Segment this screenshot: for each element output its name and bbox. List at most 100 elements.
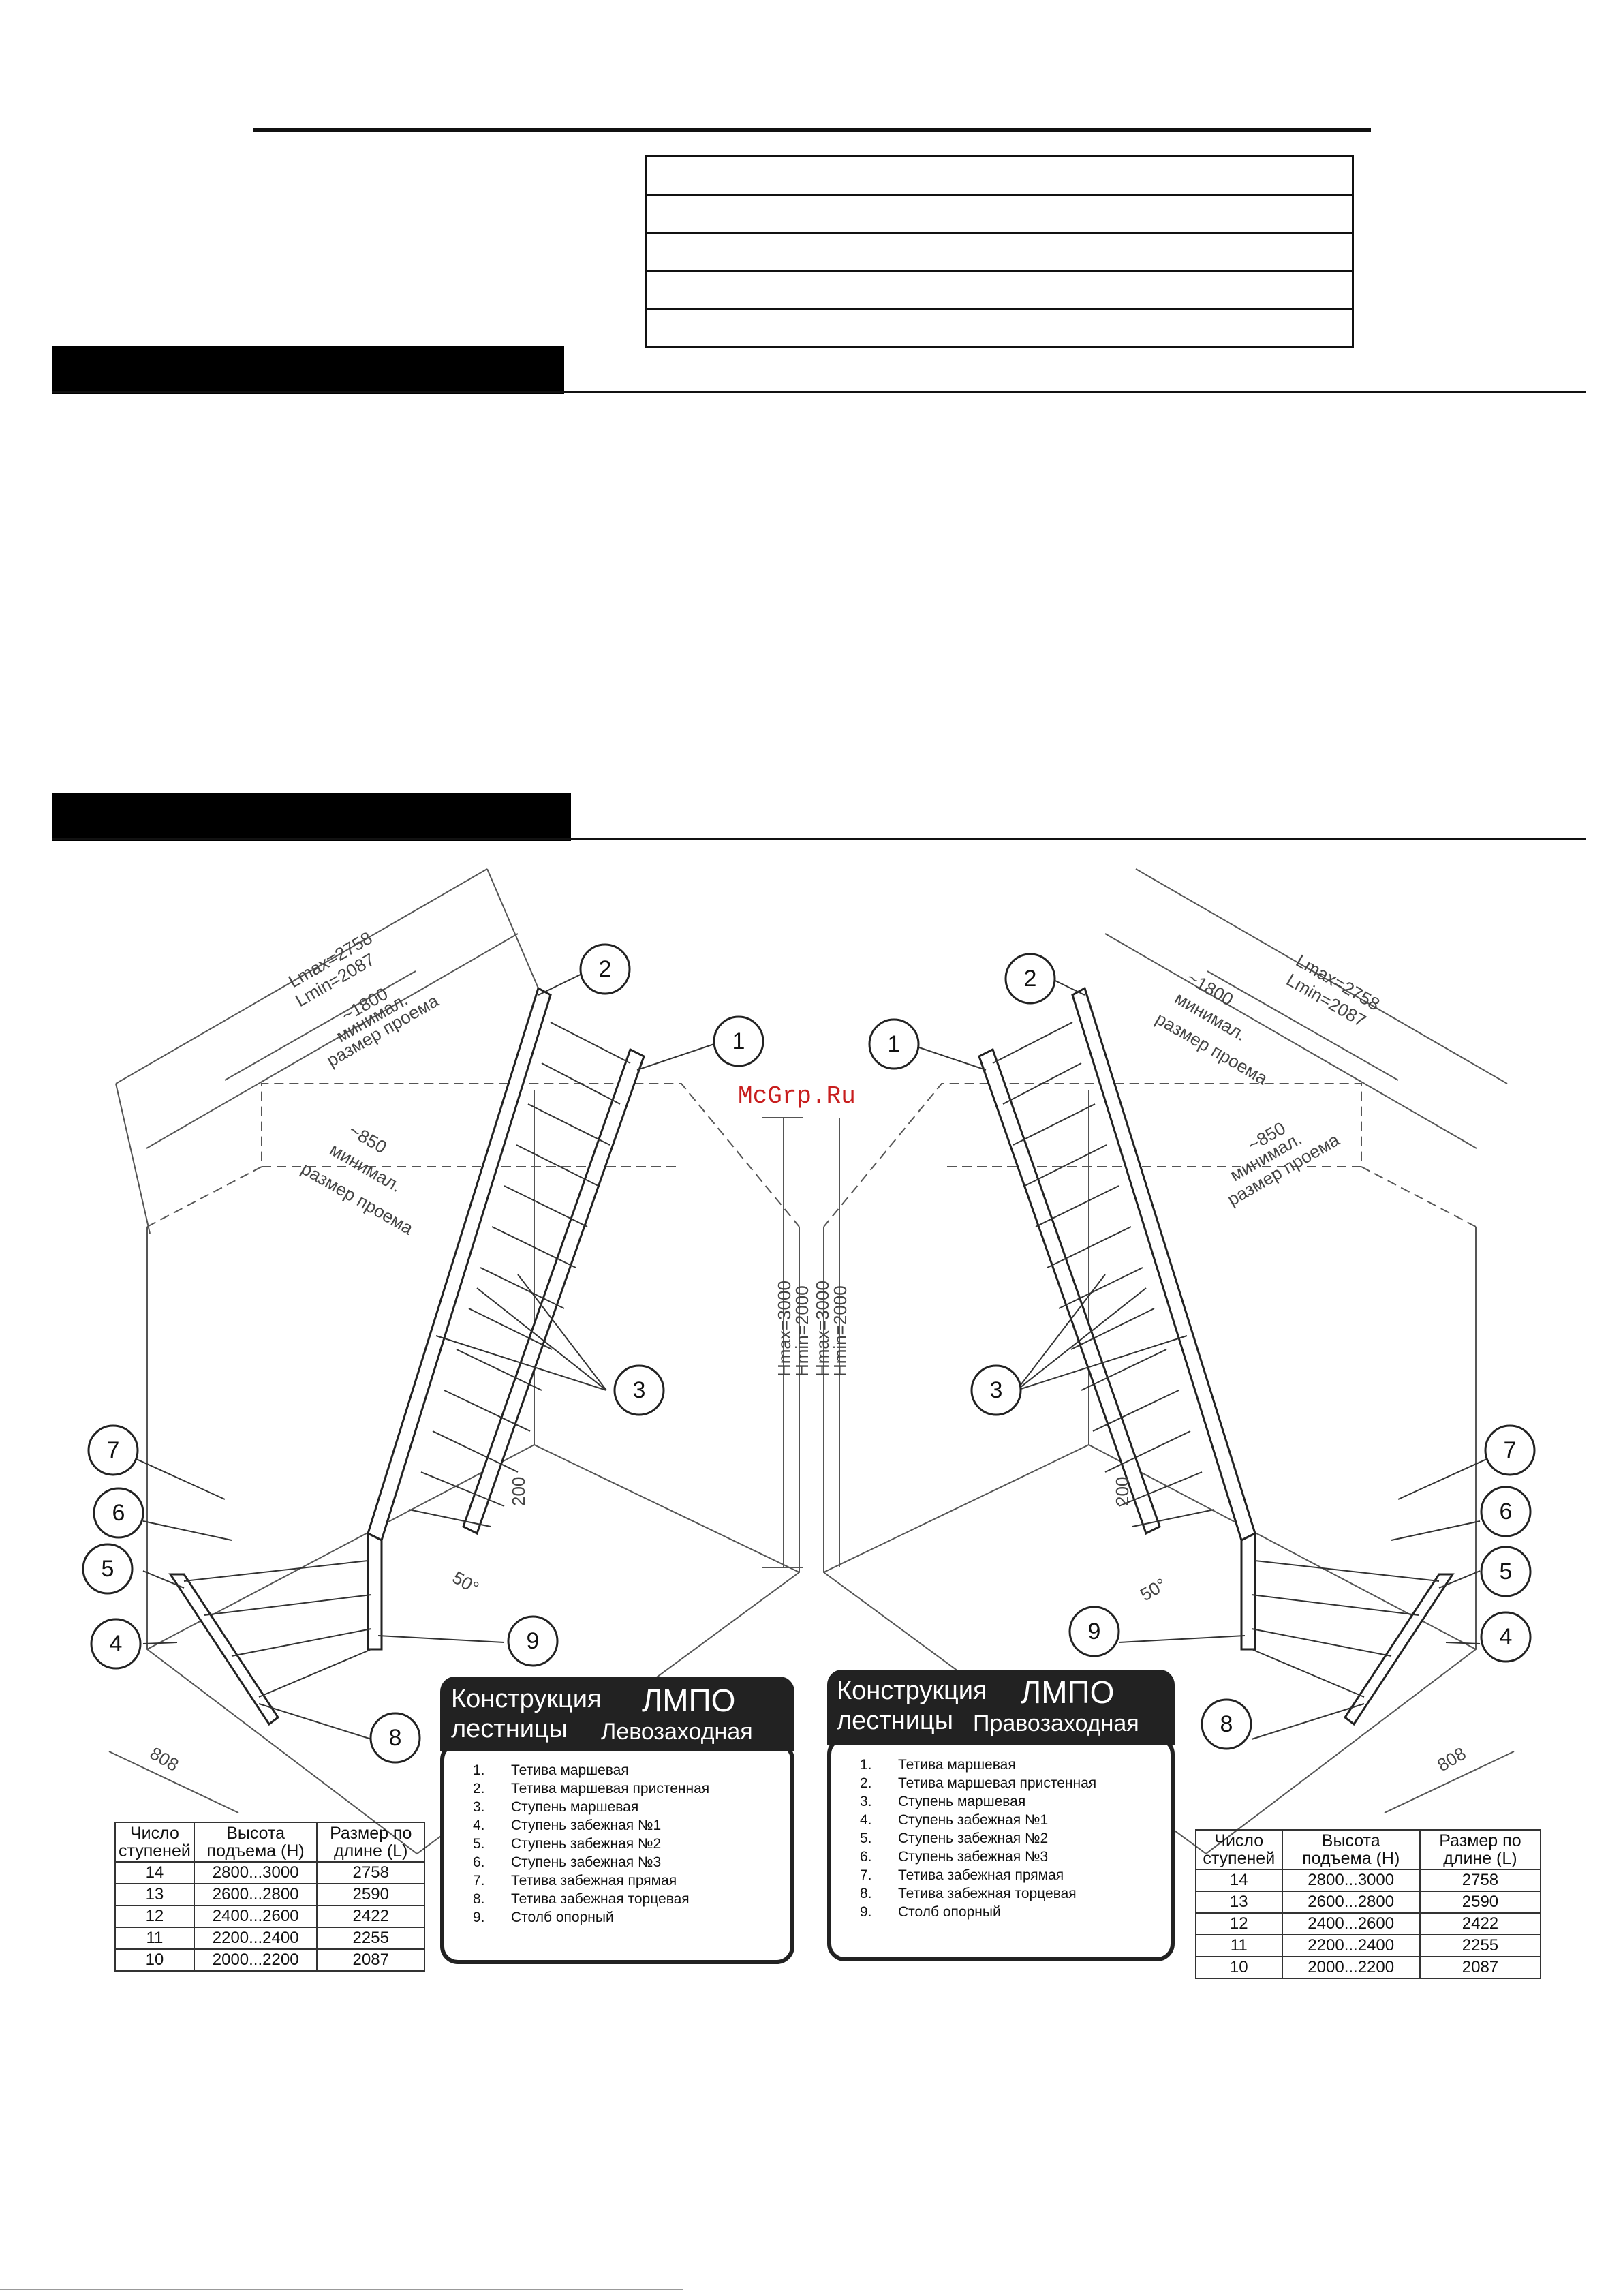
callout-circle [1480,1546,1532,1597]
callout-9-right: 9 [1088,1619,1101,1644]
callout-circle [90,1618,142,1670]
callout-circle [1484,1424,1536,1476]
legend-list-right: 1.Тетива маршевая 2.Тетива маршевая прис… [860,1756,1096,1921]
table-cell: 2600...2800 [1281,1891,1421,1914]
dim-width-right: 808 [1434,1743,1470,1776]
legend-item: 9.Столб опорный [473,1910,614,1925]
legend-item: 3.Ступень маршевая [473,1799,639,1815]
callout-1-right: 1 [888,1031,901,1057]
callout-5-left: 5 [102,1556,114,1582]
dim-riser-right: 200 [1112,1477,1132,1506]
dim-hmin-right: Hmin=2000 [830,1285,850,1377]
footer-rule [0,2289,683,2290]
legend-item: 5.Ступень забежная №2 [473,1836,662,1852]
spec-row [647,196,1352,234]
table-cell: 14 [1195,1869,1283,1892]
dim-riser-left: 200 [508,1477,529,1506]
legend-variant: Правозаходная [973,1711,1139,1736]
table-cell: 2590 [316,1883,425,1906]
callout-circle [82,1543,134,1595]
spec-table-empty [645,155,1354,348]
steps-table-left: Число ступеней Высота подъема (H) Размер… [114,1822,425,1972]
table-cell: 13 [1195,1891,1283,1914]
legend-item: 8.Тетива забежная торцевая [473,1891,690,1907]
section-header-bar-2 [52,793,571,841]
top-rule [253,128,1371,132]
spec-row [647,272,1352,310]
legend-item: 1.Тетива маршевая [473,1762,629,1778]
steps-table-right: Число ступеней Высота подъема (H) Размер… [1195,1829,1542,1979]
table-cell: 2590 [1419,1891,1542,1914]
table-header-row: Число ступеней Высота подъема (H) Размер… [1195,1829,1542,1870]
callout-1-left: 1 [732,1028,745,1054]
callout-2-right: 2 [1024,966,1037,992]
legend-title-line1: Конструкция [451,1685,602,1713]
legend-item: 4.Ступень забежная №1 [473,1818,662,1833]
dim-hmax-right: Hmax=3000 [812,1281,833,1377]
callout-6-right: 6 [1500,1499,1513,1525]
legend-item: 6.Ступень забежная №3 [860,1849,1049,1865]
dim-hmin-left: Hmin=2000 [792,1285,812,1377]
table-cell: 2422 [316,1905,425,1928]
callout-3-right: 3 [990,1377,1003,1403]
table-cell: 2422 [1419,1912,1542,1935]
spec-row [647,157,1352,196]
table-cell: 14 [114,1861,195,1884]
callout-circle [713,1015,764,1067]
section-rule-2 [52,838,1586,840]
callout-circle [868,1018,920,1070]
legend-item: 8.Тетива забежная торцевая [860,1886,1077,1901]
table-cell: 2000...2200 [1281,1956,1421,1979]
callout-circle [1068,1606,1120,1657]
legend-model: ЛМПО [642,1683,736,1718]
legend-list-left: 1.Тетива маршевая 2.Тетива маршевая прис… [473,1761,709,1927]
legend-item: 2.Тетива маршевая пристенная [860,1775,1097,1791]
dim-width-left: 808 [146,1743,183,1775]
table-cell: 2255 [316,1927,425,1950]
callout-4-left: 4 [110,1631,123,1657]
callout-circle [579,943,631,995]
table-cell: 2758 [1419,1869,1542,1892]
spec-row [647,234,1352,272]
legend-item: 7.Тетива забежная прямая [860,1867,1064,1883]
callout-circle [1004,953,1056,1005]
callout-circle [1201,1698,1252,1750]
legend-item: 2.Тетива маршевая пристенная [473,1781,710,1796]
legend-item: 5.Ступень забежная №2 [860,1831,1049,1846]
legend-header-left: Конструкция лестницы ЛМПО Левозаходная [440,1677,794,1751]
table-cell: 2800...3000 [1281,1869,1421,1892]
table-cell: 2400...2600 [193,1905,318,1928]
table-header: Высота подъема (H) [193,1822,318,1863]
legend-item: 3.Ступень маршевая [860,1794,1026,1809]
callout-circle [1480,1611,1532,1663]
table-cell: 2758 [316,1861,425,1884]
table-header-row: Число ступеней Высота подъема (H) Размер… [114,1822,425,1863]
table-cell: 2600...2800 [193,1883,318,1906]
table-header: Число ступеней [1195,1829,1283,1870]
table-cell: 10 [1195,1956,1283,1979]
callout-5-right: 5 [1500,1559,1513,1585]
legend-item: 1.Тетива маршевая [860,1757,1016,1773]
table-header: Число ступеней [114,1822,195,1863]
callout-8-right: 8 [1220,1711,1233,1737]
legend-header-right: Конструкция лестницы ЛМПО Правозаходная [827,1670,1175,1745]
table-header: Высота подъема (H) [1281,1829,1421,1870]
legend-variant: Левозаходная [601,1719,753,1745]
table-cell: 2200...2400 [193,1927,318,1950]
dim-hmax-left: Hmax=3000 [774,1281,794,1377]
table-cell: 12 [114,1905,195,1928]
table-header: Размер по длине (L) [1419,1829,1542,1870]
callout-circle [507,1615,559,1667]
callout-circle [87,1424,139,1476]
table-cell: 10 [114,1948,195,1972]
table-cell: 13 [114,1883,195,1906]
legend-model: ЛМПО [1021,1674,1115,1710]
section-header-bar-1 [52,346,564,394]
